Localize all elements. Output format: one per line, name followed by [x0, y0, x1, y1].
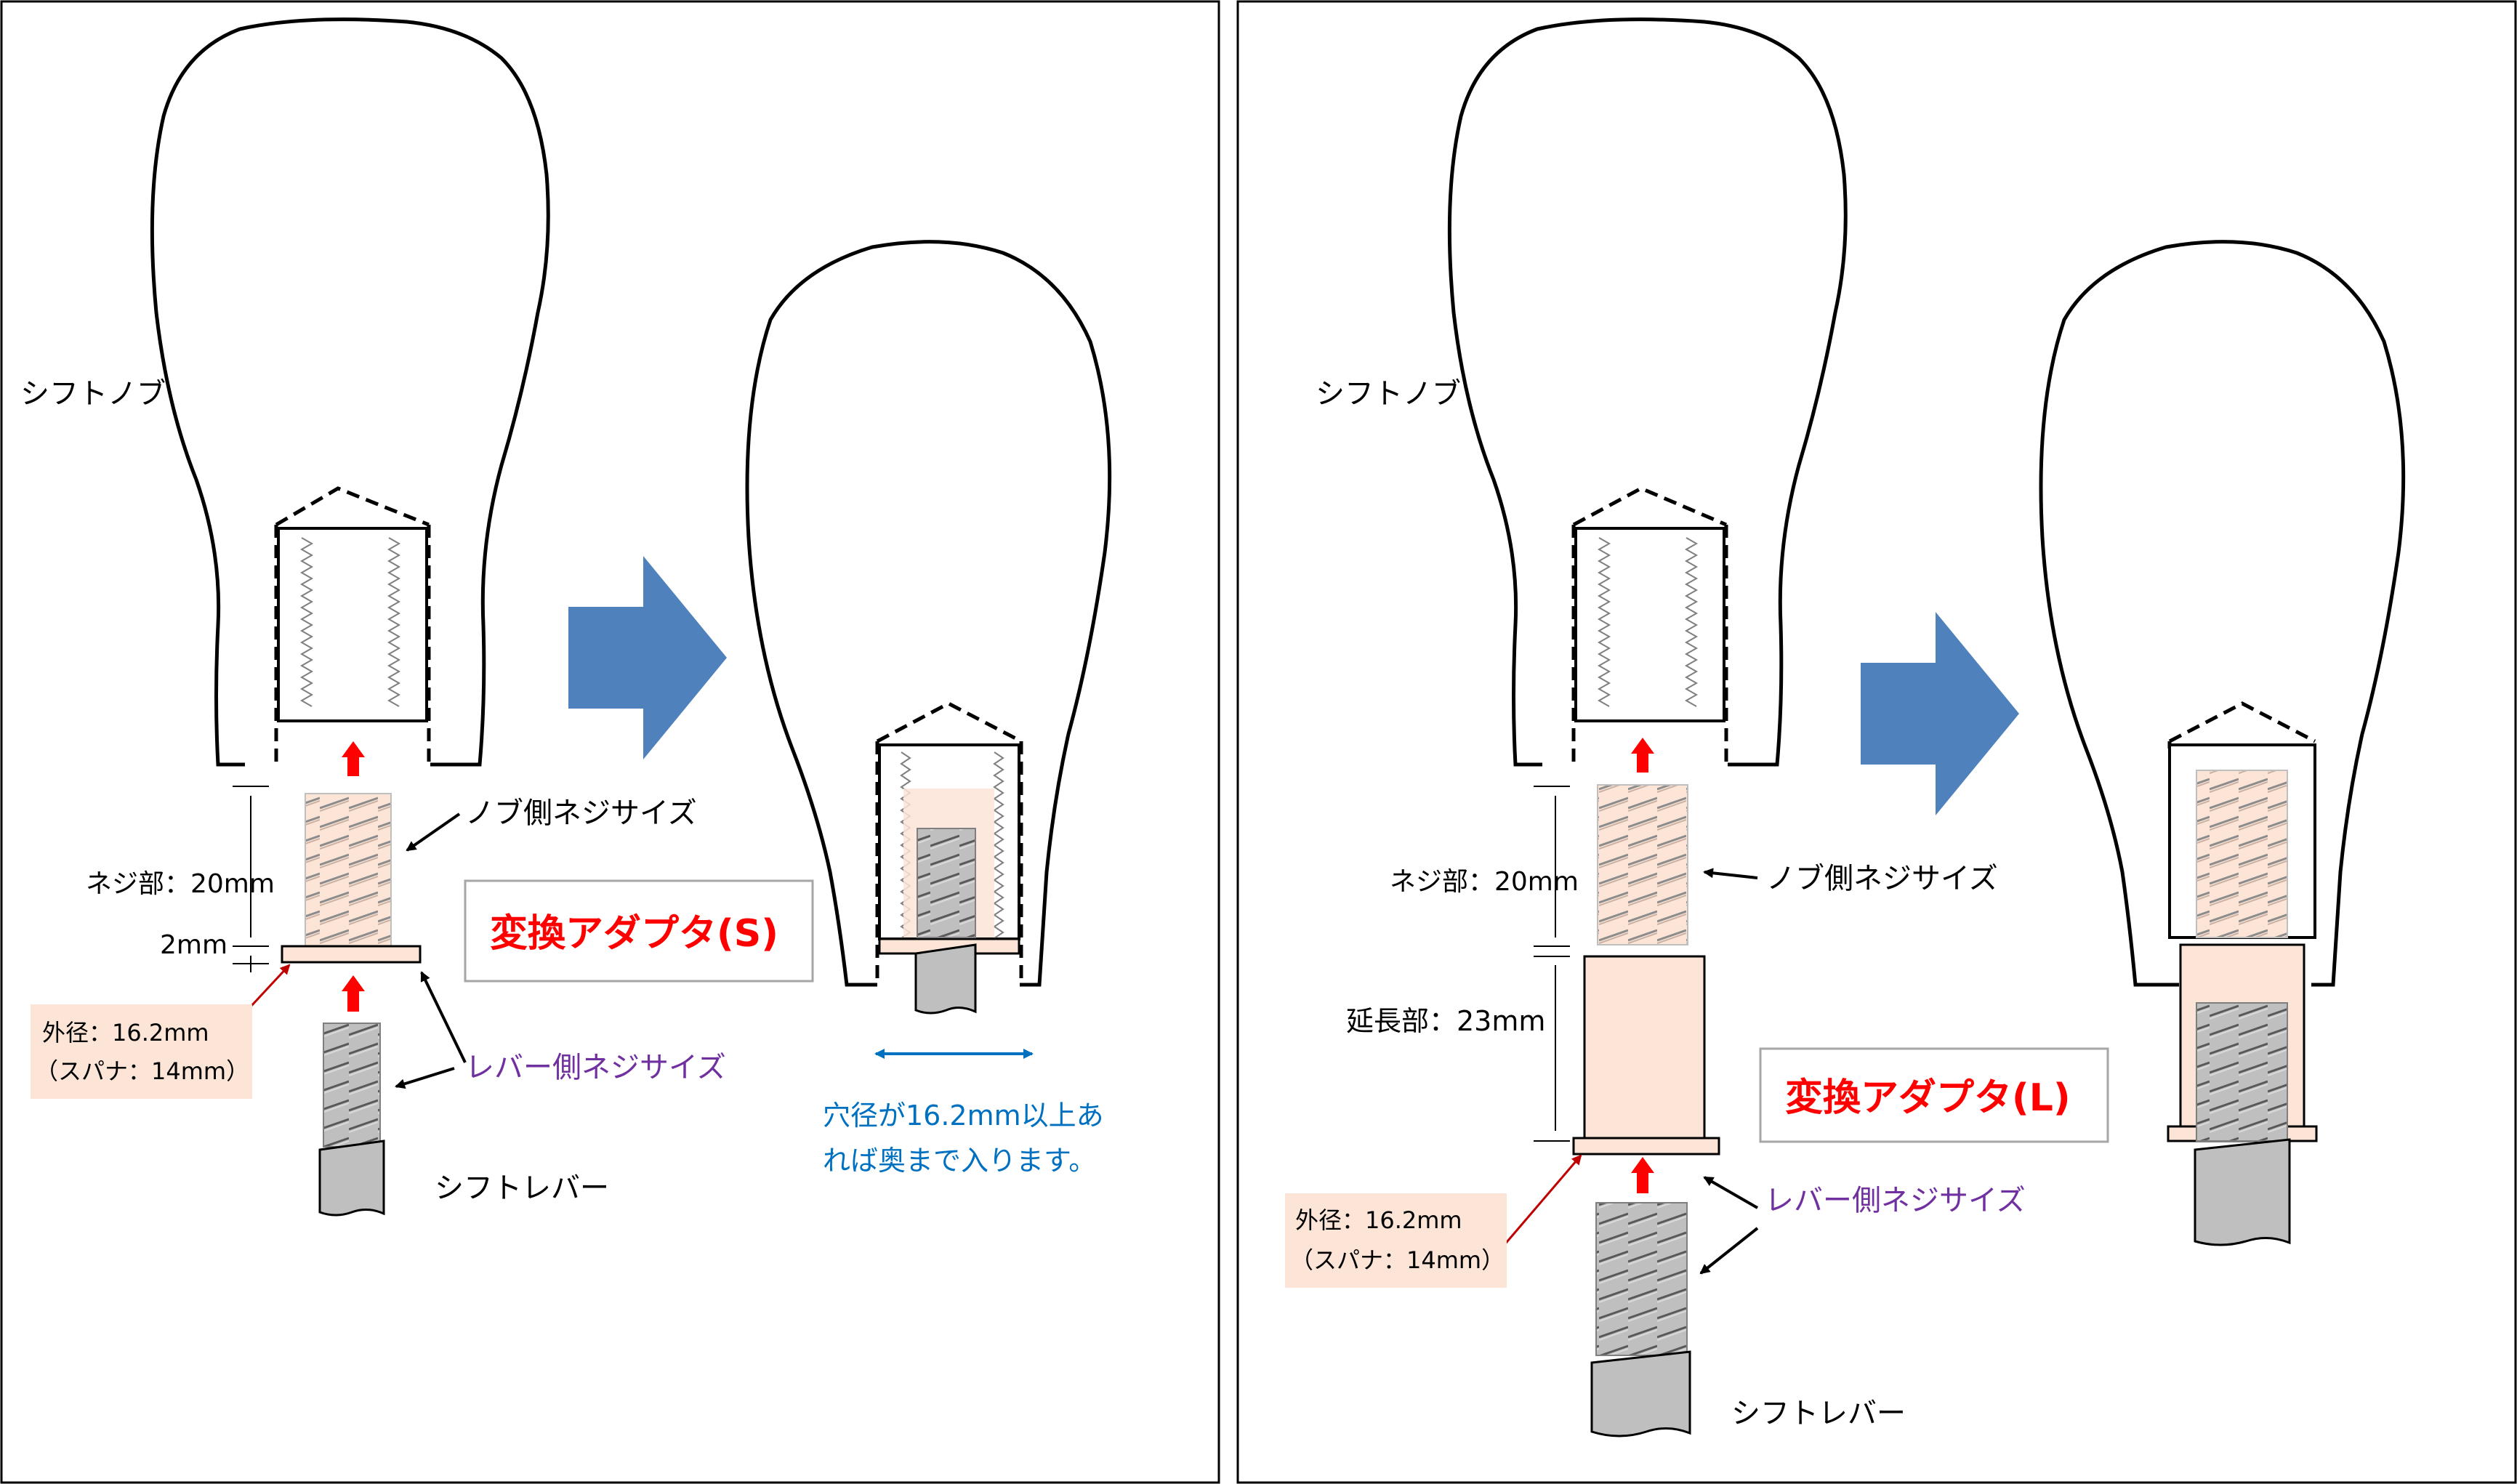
- leader-lever-thread: [1703, 1176, 1758, 1209]
- leader-lever-thread-2: [420, 971, 467, 1063]
- leader-lever-thread-2: [1699, 1227, 1759, 1275]
- outer-dia-box: [31, 1004, 252, 1099]
- hole-note-line2: れば奥まで入ります。: [823, 1145, 1096, 1177]
- lever-thread-label: レバー側ネジサイズ: [1765, 1184, 2026, 1217]
- adapter-title: 変換アダプタ(S): [490, 912, 778, 956]
- flange-label: 2mm: [160, 930, 227, 960]
- thread-length-label: ネジ部：20mm: [86, 869, 275, 899]
- knob-label: シフトノブ: [20, 377, 166, 411]
- internal-thread-right: [387, 537, 401, 707]
- knob-thread-label: ノブ側ネジサイズ: [465, 797, 697, 830]
- adapter-title-box: [464, 879, 814, 983]
- knob-thread-hole: [277, 527, 428, 722]
- insert-arrow-icon: [342, 975, 365, 1012]
- lever-thread: [323, 1023, 381, 1148]
- leader-outer-dia: [249, 964, 291, 1008]
- insert-arrow-icon: [1631, 738, 1654, 773]
- outer-dia-line1: 外径：16.2mm: [42, 1019, 209, 1047]
- lever-thread-label: レバー側ネジサイズ: [465, 1051, 726, 1084]
- knob-label: シフトノブ: [1316, 377, 1461, 411]
- right-panel: シフトノブ ネジ部：20mm 延長部：23mm ノブ側ネジサイズ レバー側ネジサ…: [1285, 17, 2406, 1437]
- adapter-title: 変換アダプタ(L): [1785, 1076, 2071, 1120]
- insert-arrow-icon: [342, 741, 365, 776]
- outer-dia-line1: 外径：16.2mm: [1295, 1206, 1462, 1234]
- outer-dia-box: [1285, 1193, 1507, 1288]
- right-panel-frame: [1236, 0, 2517, 1484]
- left-panel-frame: [0, 0, 1220, 1484]
- knob-thread-label: ノブ側ネジサイズ: [1766, 862, 1998, 895]
- extension-label: 延長部：23mm: [1346, 1005, 1545, 1037]
- lever-thread: [1595, 1202, 1688, 1356]
- shift-knob-assembled-outline: [745, 240, 1112, 987]
- transition-arrow-icon: [1861, 612, 2019, 815]
- insert-arrow-icon: [1631, 1157, 1654, 1193]
- lever-label: シフトレバー: [435, 1172, 609, 1205]
- shift-knob-assembled-outline: [2039, 240, 2406, 987]
- leader-knob-thread: [1703, 868, 1758, 879]
- transition-arrow-icon: [568, 556, 727, 759]
- adapter-extension: [1583, 955, 1706, 1140]
- leader-outer-dia: [1497, 1154, 1582, 1252]
- lever-thread-inserted: [917, 828, 976, 938]
- outer-dia-line2: （スパナ：14mm）: [35, 1057, 249, 1085]
- hole-note-line1: 穴径が16.2mm以上あ: [823, 1100, 1104, 1132]
- shift-knob-outline: [150, 17, 550, 767]
- thread-length-label: ネジ部：20mm: [1390, 867, 1579, 897]
- adapter-knob-thread: [305, 793, 392, 947]
- shift-lever-inserted: [914, 943, 977, 1015]
- adapter-knob-thread-inserted: [2196, 770, 2288, 938]
- internal-thread-left: [299, 537, 314, 707]
- shift-lever-shaft: [318, 1140, 385, 1217]
- knob-thread-hole: [1574, 527, 1725, 722]
- shift-lever-shaft: [1590, 1350, 1691, 1437]
- lever-thread-inserted: [2196, 1002, 2288, 1142]
- outer-dia-line2: （スパナ：14mm）: [1290, 1246, 1505, 1274]
- adapter-title-box: [1759, 1047, 2109, 1143]
- shift-lever-inserted: [2194, 1138, 2291, 1246]
- lever-label: シフトレバー: [1731, 1397, 1906, 1430]
- leader-lever-thread: [395, 1067, 455, 1089]
- adapter-flange: [281, 945, 422, 964]
- leader-knob-thread: [406, 812, 461, 852]
- adapter-knob-thread: [1597, 784, 1688, 945]
- shift-knob-outline: [1447, 17, 1848, 767]
- adapter-flange: [1572, 1137, 1720, 1156]
- left-panel: シフトノブ ネジ部：20mm 2mm ノブ側ネジサイズ レバー側ネジサイズ シフ…: [20, 17, 1112, 1217]
- knob-cavity-top: [275, 486, 430, 527]
